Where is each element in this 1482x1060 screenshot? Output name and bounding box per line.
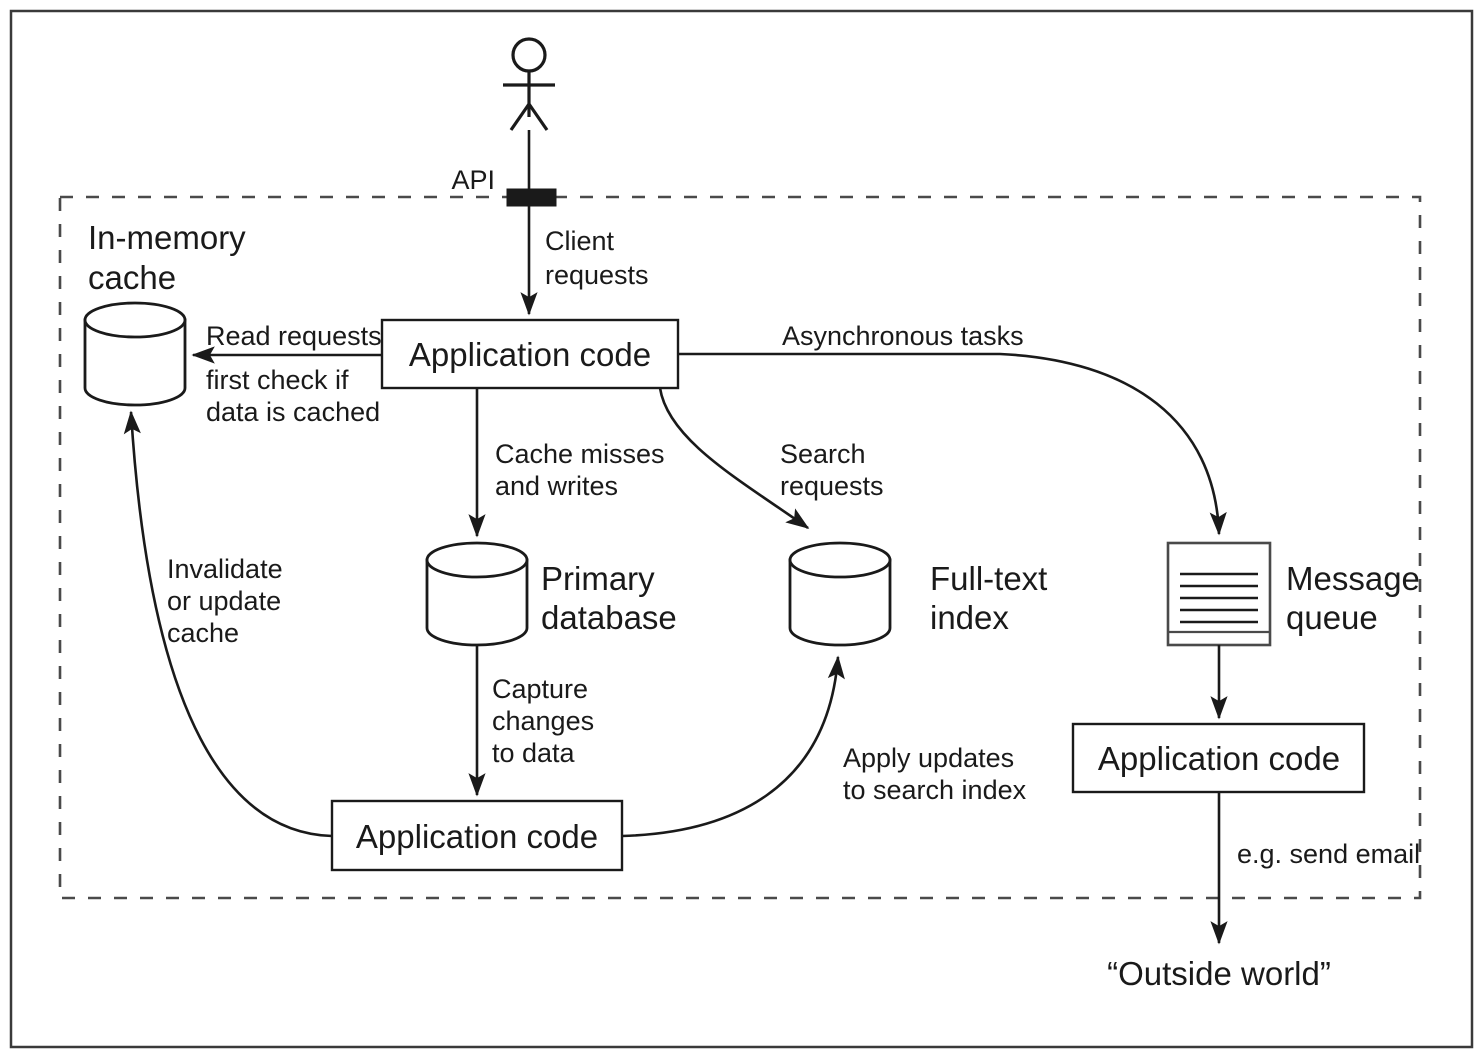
edge-label-read-requests-line1: Read requests xyxy=(206,321,382,351)
edge-label-read-requests-line3: data is cached xyxy=(206,397,380,427)
system-boundary xyxy=(58,195,1422,900)
edge-label-search-requests-line1: Search xyxy=(780,439,866,469)
full-text-index-label-line1: Full-text xyxy=(930,560,1047,597)
app-code-worker-box[interactable] xyxy=(1071,722,1366,794)
message-queue-label-line1: Message xyxy=(1286,560,1420,597)
edge-label-search-requests-line2: requests xyxy=(780,471,884,501)
message-queue-stack-icon xyxy=(1166,541,1272,647)
stick-figure-icon xyxy=(503,37,555,131)
app-code-main-label: Application code xyxy=(409,336,651,373)
edge-label-capture-changes-line2: changes xyxy=(492,706,594,736)
cache-label-line1: In-memory xyxy=(88,219,246,256)
outside-world-label: “Outside world” xyxy=(1107,955,1331,992)
message-queue-label-line2: queue xyxy=(1286,599,1378,636)
app-code-worker-label: Application code xyxy=(1098,740,1340,777)
cache-cylinder-icon xyxy=(83,301,187,407)
app-code-cdc-label: Application code xyxy=(356,818,598,855)
edge-search-requests xyxy=(658,387,810,530)
edge-label-async-tasks: Asynchronous tasks xyxy=(782,321,1024,351)
page-frame xyxy=(9,9,1474,1049)
edge-label-apply-updates-line1: Apply updates xyxy=(843,743,1014,773)
edge-label-invalidate-line3: cache xyxy=(167,618,239,648)
full-text-index-label-line2: index xyxy=(930,599,1009,636)
api-port-bar-icon xyxy=(506,188,557,207)
edge-label-send-email: e.g. send email xyxy=(1237,839,1420,869)
edge-label-capture-changes-line3: to data xyxy=(492,738,576,768)
edge-label-invalidate-line1: Invalidate xyxy=(167,554,283,584)
edge-invalidate-cache xyxy=(123,410,333,838)
edge-apply-updates xyxy=(621,655,845,838)
edge-async-tasks xyxy=(678,352,1227,536)
cache-label-line2: cache xyxy=(88,259,176,296)
edge-label-read-requests-line2: first check if xyxy=(206,365,349,395)
edge-label-apply-updates-line2: to search index xyxy=(843,775,1027,805)
edge-label-client-requests-line1: Client xyxy=(545,226,615,256)
primary-database-label-line1: Primary xyxy=(541,560,655,597)
edge-label-capture-changes-line1: Capture xyxy=(492,674,588,704)
edge-label-cache-misses-line1: Cache misses xyxy=(495,439,665,469)
primary-database-cylinder-icon xyxy=(425,541,529,647)
primary-database-label-line2: database xyxy=(541,599,677,636)
full-text-index-cylinder-icon xyxy=(788,541,892,647)
edge-label-invalidate-line2: or update xyxy=(167,586,281,616)
api-label: API xyxy=(451,165,495,195)
edge-label-cache-misses-line2: and writes xyxy=(495,471,618,501)
edge-label-client-requests-line2: requests xyxy=(545,260,649,290)
